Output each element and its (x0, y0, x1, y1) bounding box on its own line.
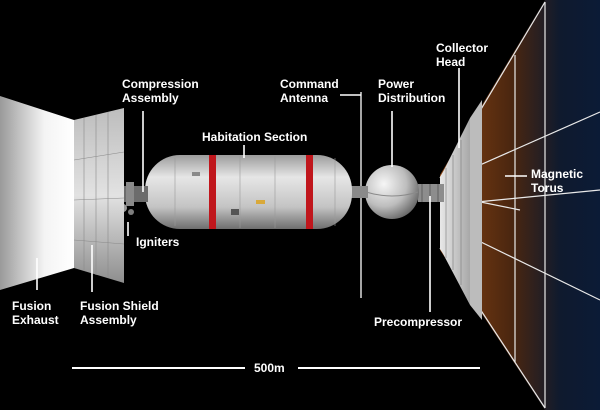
callout-lines (36, 68, 527, 312)
habitation-sphere-connector (348, 186, 368, 198)
fusion-shield-assembly (73, 108, 125, 283)
power-distribution-sphere (365, 165, 419, 219)
scale-bar-label: 500m (254, 361, 285, 375)
label-igniters: Igniters (136, 235, 180, 249)
label-habitation-section: Habitation Section (202, 130, 308, 144)
collector-head (440, 100, 482, 320)
fusion-exhaust-plume (0, 96, 74, 290)
label-precompressor: Precompressor (374, 315, 463, 329)
precompressor (418, 184, 444, 202)
habitation-section (145, 155, 352, 229)
